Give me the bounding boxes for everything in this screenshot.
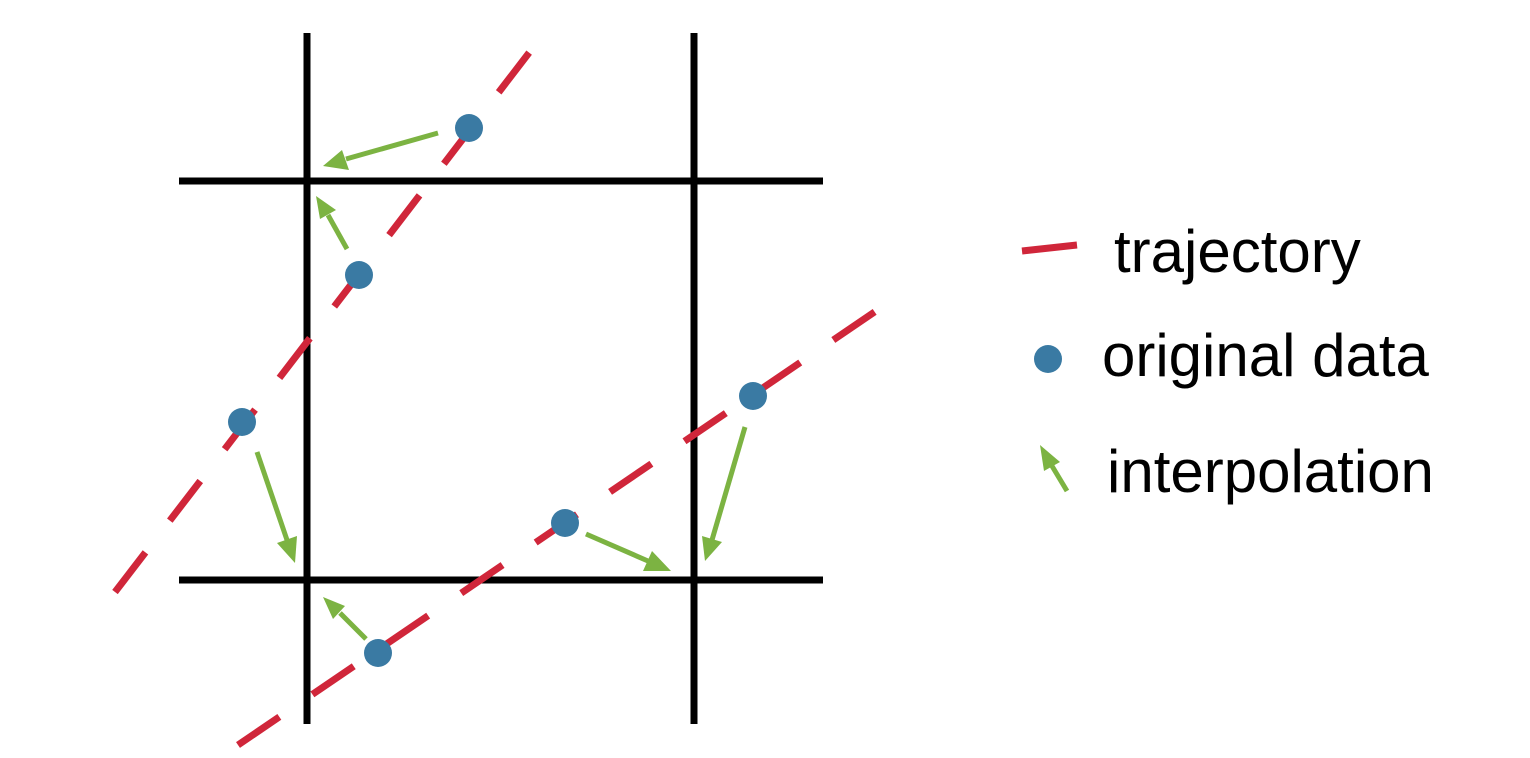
- interpolation-arrow: [323, 597, 368, 641]
- data-point: [345, 261, 373, 289]
- legend: trajectory original data interpolation: [1021, 218, 1434, 505]
- trajectories: [112, 29, 900, 748]
- legend-trajectory-label: trajectory: [1114, 218, 1361, 285]
- data-point: [739, 382, 767, 410]
- legend-trajectory-swatch: [1021, 241, 1078, 255]
- interpolation-arrow: [585, 531, 671, 571]
- data-point: [364, 639, 392, 667]
- data-point: [551, 509, 579, 537]
- grid: [179, 33, 823, 724]
- trajectory-line-1: [112, 29, 548, 595]
- data-point: [228, 408, 256, 436]
- original-data-points: [228, 114, 767, 667]
- data-point: [455, 114, 483, 142]
- legend-interpolation-label: interpolation: [1107, 438, 1434, 505]
- interpolation-arrow: [702, 426, 748, 561]
- interpolation-arrow: [323, 130, 439, 170]
- interpolation-arrow: [254, 451, 297, 563]
- legend-original-data-label: original data: [1102, 322, 1430, 389]
- legend-original-data-swatch: [1034, 345, 1062, 373]
- legend-interpolation-swatch: [1040, 445, 1070, 493]
- interpolation-arrows: [254, 130, 748, 641]
- interpolation-arrow: [316, 196, 350, 251]
